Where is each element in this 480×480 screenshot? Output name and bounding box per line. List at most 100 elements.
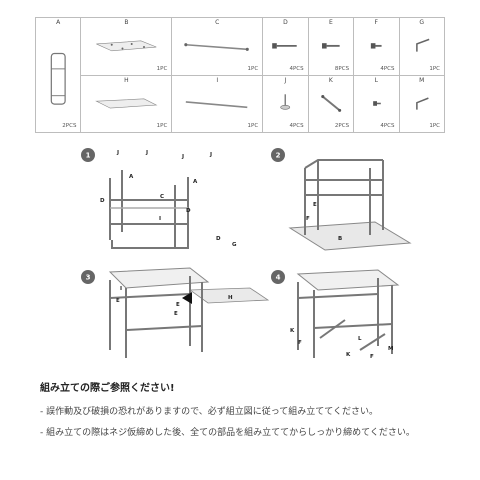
part-cell-k: K 2PCS xyxy=(307,74,355,133)
part-cell-m: M 1PC xyxy=(398,74,445,133)
notice-title: 組み立ての際ご参照ください! xyxy=(40,383,175,394)
part-cell-a: A 2PCS xyxy=(34,17,82,133)
parts-row-bottom: H 1PC I 1PC J 4PCS K xyxy=(36,74,445,133)
part-label-a-1: A xyxy=(129,174,134,180)
step-number: 2 xyxy=(276,152,281,160)
step-number-badge xyxy=(81,270,95,284)
part-label-e: E xyxy=(313,202,317,208)
desktop-board-illustration xyxy=(96,40,157,52)
part-cell-c: C 1PC xyxy=(171,17,264,76)
part-cell-l: L 4PCS xyxy=(353,74,400,133)
part-cell-e: E 8PCS xyxy=(307,17,355,76)
notice-line-1: - 誤作動及び破損の恐れがありますので、必ず組立図に従って組み立ててください。 xyxy=(40,407,379,417)
part-label-e-3: E xyxy=(174,311,178,317)
parts-row-top: A 2PCS B 1PC C 1PC D xyxy=(34,17,445,133)
part-label-k-1: K xyxy=(290,328,295,334)
assembly-steps: 1 J J J J A A C D D I D G 2 E F B xyxy=(81,148,412,360)
part-quantity: 1PC xyxy=(156,65,168,72)
part-quantity: 2PCS xyxy=(334,123,350,129)
step-number: 1 xyxy=(86,152,91,160)
assembly-notice: 組み立ての際ご参照ください! - 誤作動及び破損の恐れがありますので、必ず組立図… xyxy=(40,379,460,446)
part-letter: L xyxy=(374,76,378,84)
part-label-j-2: J xyxy=(145,150,148,156)
part-letter: B xyxy=(124,19,129,26)
long-bar-illustration xyxy=(184,43,250,51)
step-3: 3 I H E E E xyxy=(81,267,270,358)
part-label-m: M xyxy=(388,346,393,352)
part-quantity: 1PC xyxy=(429,123,440,129)
part-label-k-2: K xyxy=(346,352,351,358)
part-label-j-1: J xyxy=(116,150,119,156)
part-quantity: 4PCS xyxy=(289,123,304,129)
part-letter: G xyxy=(419,19,425,26)
frame-side-illustration xyxy=(50,52,66,105)
step-4: 4 K F K L M F xyxy=(271,269,400,360)
part-label-f-2: F xyxy=(370,354,374,360)
part-label-i: I xyxy=(159,216,161,222)
part-cell-h: H 1PC xyxy=(80,74,173,133)
short-screw-illustration xyxy=(370,43,382,49)
part-label-f-1: F xyxy=(298,340,302,346)
part-label-d-2: D xyxy=(186,208,191,214)
part-label-i: I xyxy=(120,286,122,292)
part-quantity: 4PCS xyxy=(380,123,395,129)
part-label-e-1: E xyxy=(116,298,120,304)
part-label-d-3: D xyxy=(216,236,221,242)
part-quantity: 1PC xyxy=(429,65,440,72)
part-label-a-2: A xyxy=(193,179,198,185)
adjuster-foot-illustration xyxy=(280,93,291,110)
desktop-board-shape xyxy=(288,221,412,251)
part-quantity: 8PCS xyxy=(334,65,350,72)
part-label-b: B xyxy=(338,236,342,242)
small-screw-illustration xyxy=(373,100,381,106)
part-quantity: 2PCS xyxy=(62,123,77,129)
part-label-f: F xyxy=(306,216,310,222)
part-quantity: 4PCS xyxy=(380,65,395,72)
part-cell-f: F 4PCS xyxy=(353,17,400,76)
step-2: 2 E F B xyxy=(271,148,412,251)
long-bolt-illustration xyxy=(272,43,297,49)
bracket-illustration xyxy=(320,94,341,112)
step-4-drawing xyxy=(297,278,393,358)
part-label-j-4: J xyxy=(209,152,212,158)
hex-key-illustration xyxy=(415,38,429,52)
part-quantity: 4PCS xyxy=(289,65,304,72)
part-label-e-2: E xyxy=(176,302,180,308)
part-quantity: 1PC xyxy=(247,123,259,129)
part-cell-b: B 1PC xyxy=(80,17,173,76)
part-label-d-1: D xyxy=(100,198,105,204)
step-2-drawing xyxy=(304,159,384,235)
parts-table: A 2PCS B 1PC C 1PC D xyxy=(34,17,445,133)
hex-key-small-illustration xyxy=(415,96,429,110)
part-letter: I xyxy=(216,76,219,84)
side-board-illustration xyxy=(95,98,158,108)
step-number-badge xyxy=(271,270,285,284)
part-cell-i: I 1PC xyxy=(171,74,264,133)
part-label-l: L xyxy=(358,336,362,342)
bolt-illustration xyxy=(321,43,340,49)
part-label-c: C xyxy=(160,194,164,200)
part-letter: K xyxy=(328,76,333,84)
part-letter: D xyxy=(283,19,288,26)
notice-line-2: - 組み立ての際はネジ仮締めした後、全ての部品を組み立ててからしっかり締めてくだ… xyxy=(40,428,415,438)
part-letter: F xyxy=(374,19,378,26)
part-cell-g: G 1PC xyxy=(398,17,445,76)
step-number-badge xyxy=(81,148,95,162)
part-quantity: 1PC xyxy=(247,65,259,72)
step-number-badge xyxy=(271,148,285,162)
step-1-drawing xyxy=(109,170,189,249)
bar-illustration xyxy=(186,100,248,108)
part-letter: C xyxy=(215,19,220,26)
arrow-icon xyxy=(182,292,192,304)
step-number: 3 xyxy=(86,274,91,282)
desktop-board-shape xyxy=(296,269,400,291)
part-label-j-3: J xyxy=(181,154,184,160)
part-letter: A xyxy=(56,19,61,26)
part-letter: J xyxy=(284,76,287,84)
desktop-board-shape xyxy=(108,267,210,289)
part-cell-j: J 4PCS xyxy=(262,74,309,133)
part-letter: M xyxy=(419,76,425,84)
step-number: 4 xyxy=(276,274,281,282)
part-label-g: G xyxy=(232,242,237,248)
part-letter: E xyxy=(328,19,333,26)
